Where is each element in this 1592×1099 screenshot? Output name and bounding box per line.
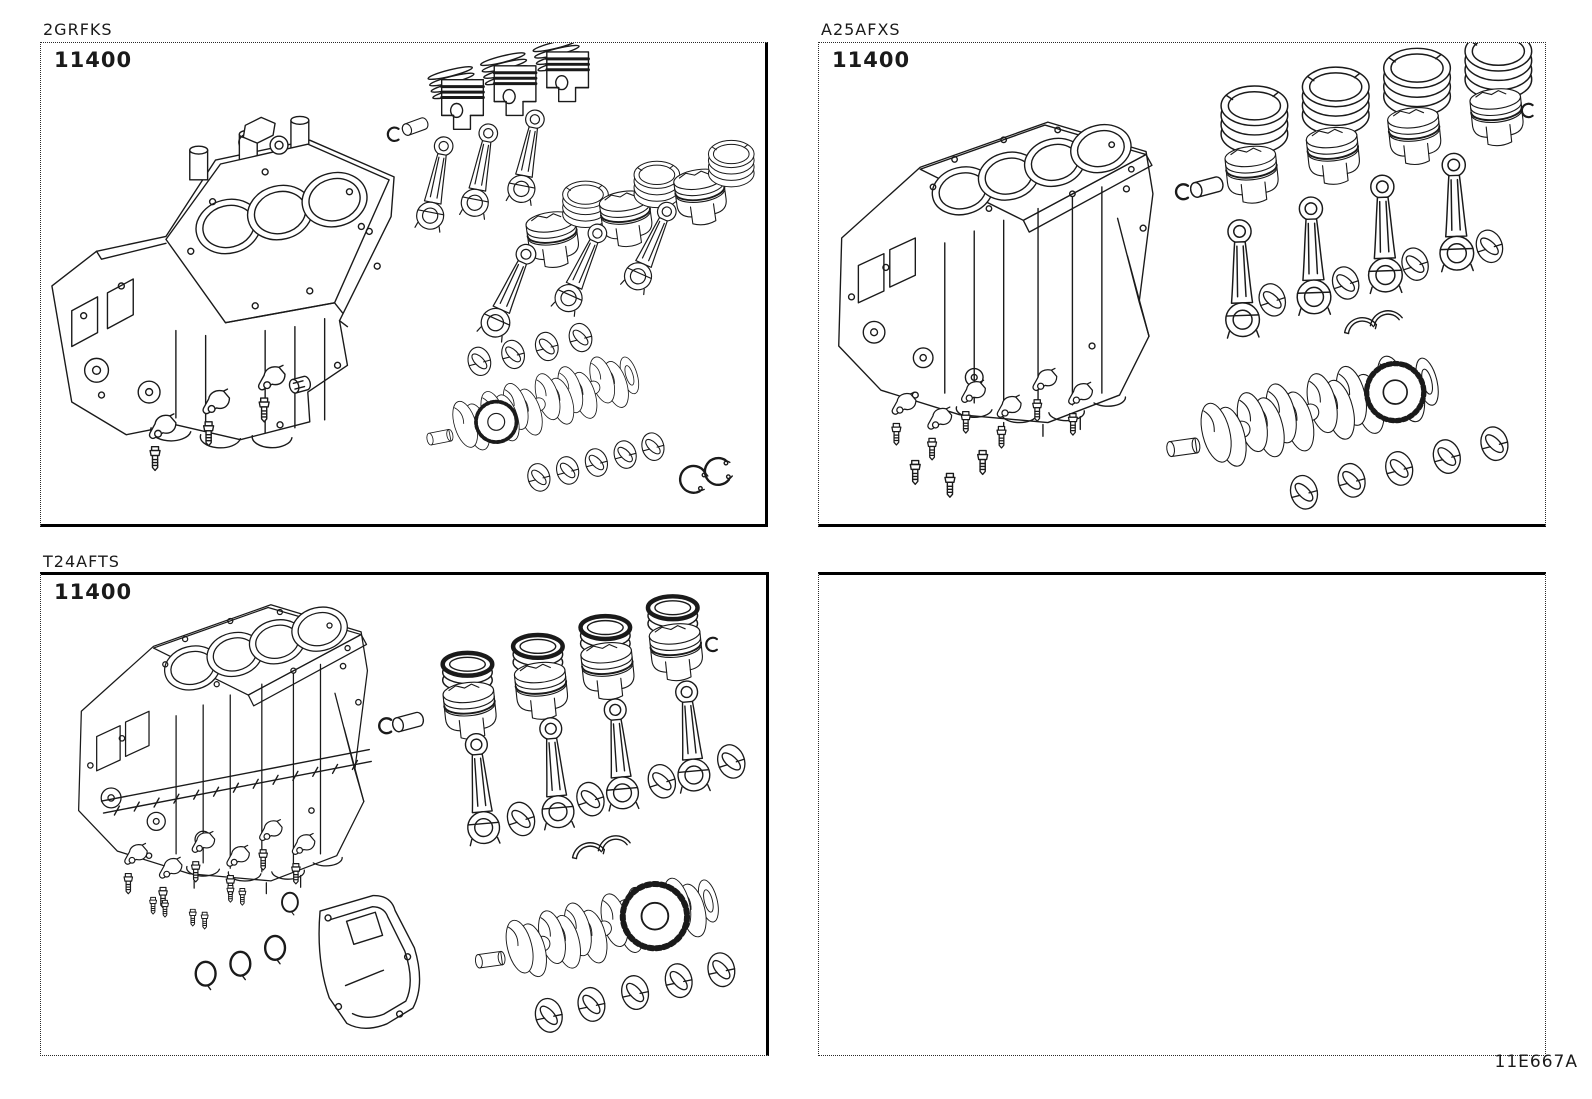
o-rings xyxy=(194,891,299,991)
engine-code-label: A25AFXS xyxy=(821,20,901,39)
part-number-callout[interactable]: 11400 xyxy=(54,48,133,72)
part-number-callout[interactable]: 11400 xyxy=(54,580,133,604)
oil-pan-baffle xyxy=(318,894,421,1030)
pistons-and-ring-sets-group xyxy=(523,139,755,272)
thrust-washers xyxy=(1343,310,1403,335)
main-bearing-shells xyxy=(531,949,739,1036)
piston-pin-and-clip xyxy=(386,115,431,143)
crankcase-split-line xyxy=(100,748,372,816)
main-bearing-shells xyxy=(524,429,668,495)
pistons-with-rings-group xyxy=(426,43,590,131)
diagram-panel-t24afts: T24AFTS 11400 xyxy=(40,552,769,1056)
thrust-washers xyxy=(571,835,631,860)
diagram-panel-empty xyxy=(818,572,1546,1056)
piston-pin-and-clip xyxy=(1174,174,1226,201)
main-bearing-shells xyxy=(1286,423,1513,513)
knock-sensor xyxy=(238,116,289,155)
part-number-callout[interactable]: 11400 xyxy=(832,48,911,72)
figure-code: 11E667A xyxy=(1494,1052,1578,1072)
engine-code-label: 2GRFKS xyxy=(43,20,113,39)
engine-block-l4 xyxy=(838,118,1154,437)
connecting-rods-row1 xyxy=(413,107,551,233)
crankshaft xyxy=(418,347,646,466)
exploded-view-t24afts xyxy=(77,575,750,1036)
piston-pin-and-clip xyxy=(378,710,426,735)
diagram-panel-a25afxs: A25AFXS 11400 xyxy=(818,20,1546,527)
engine-block-l4 xyxy=(77,601,369,895)
diagram-panel-2grfks: 2GRFKS 11400 xyxy=(40,20,768,527)
exploded-view-a25afxs xyxy=(838,43,1534,513)
engine-code-label: T24AFTS xyxy=(43,552,120,571)
connecting-rods-group xyxy=(458,679,712,847)
crank-snap-rings xyxy=(675,454,735,497)
exploded-view-2grfks xyxy=(51,43,755,497)
